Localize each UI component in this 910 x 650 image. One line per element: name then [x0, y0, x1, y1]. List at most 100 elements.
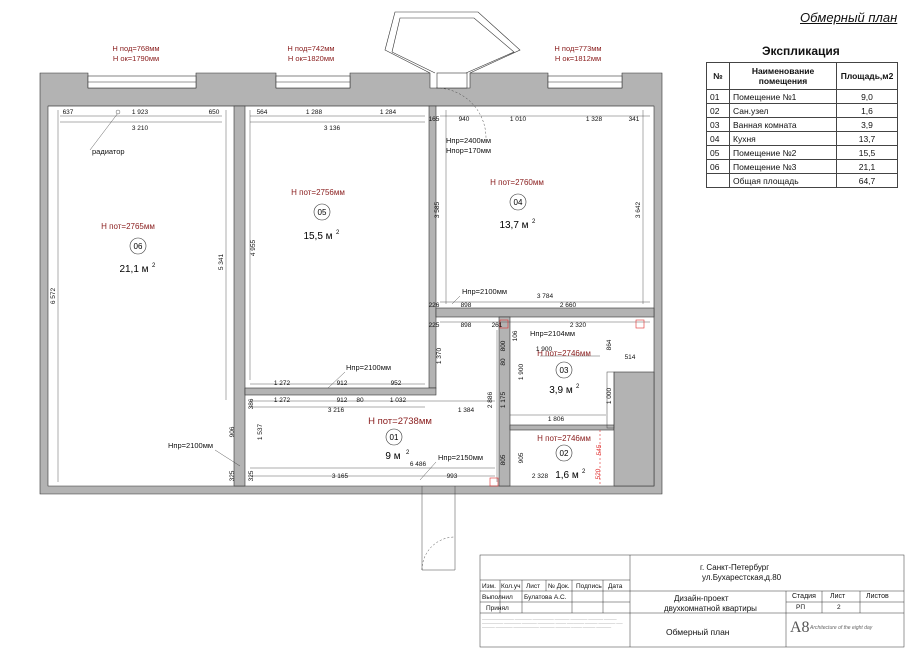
dim-text: 1 328 [586, 116, 603, 123]
dim-text: 864 [606, 339, 613, 350]
dim-text: 912 [337, 380, 348, 387]
svg-text:2: 2 [582, 469, 586, 475]
logo: A8 [790, 619, 810, 636]
dim-text: 226 [429, 302, 440, 309]
note-hpr-left: Hпр=2100мм [168, 441, 213, 450]
svg-text:H пот=2760мм: H пот=2760мм [490, 178, 544, 187]
height-note-05-ok: H ок=1820мм [288, 54, 334, 63]
height-note-04: H под=773мм [554, 44, 601, 53]
sheet-title: Обмерный план [666, 627, 730, 637]
executed-label: Выполнил [482, 594, 513, 601]
svg-text:15,5 м: 15,5 м [303, 231, 332, 242]
svg-text:2: 2 [576, 384, 580, 390]
dim-text: 80 [356, 397, 364, 404]
svg-text:04: 04 [514, 198, 523, 207]
svg-text:13,7 м: 13,7 м [499, 220, 528, 231]
stage-header: Стадия [792, 593, 816, 600]
svg-text:H пот=2756мм: H пот=2756мм [291, 188, 345, 197]
dim-text: 261 [492, 322, 503, 329]
wall-shaft [613, 371, 655, 487]
dim-text: 1 537 [257, 423, 264, 440]
svg-text:05: 05 [318, 208, 327, 217]
svg-text:2: 2 [532, 219, 536, 225]
dim-text: 2 886 [487, 391, 494, 408]
dim-text: 106 [512, 330, 519, 341]
header-num: № [706, 62, 730, 90]
wall-corr-top [244, 387, 437, 396]
dim-text: 2 660 [560, 302, 577, 309]
dim-text: 1 923 [132, 109, 149, 116]
room-05: H пот=2756мм 05 15,5 м 2 [291, 188, 345, 242]
dim-text: 1 806 [548, 416, 565, 423]
accepted-label: Принял [486, 605, 509, 612]
explication-title: Экспликация [762, 44, 840, 58]
dim-text: 952 [391, 380, 402, 387]
svg-text:H пот=2738мм: H пот=2738мм [368, 416, 432, 427]
col-list: Лист [526, 583, 541, 590]
dim-text: 341 [629, 116, 640, 123]
bay-window [384, 11, 521, 74]
col-doc: № Док. [548, 583, 570, 590]
dim-text: 3 216 [328, 407, 345, 414]
dim-text: 3 165 [332, 473, 349, 480]
dim-text: 2 328 [532, 473, 549, 480]
room-03: H пот=2746мм 03 3,9 м 2 [537, 349, 591, 396]
col-izm: Изм. [482, 583, 496, 590]
room-06: H пот=2765мм 06 21,1 м 2 [101, 222, 156, 275]
dim-text: 800 [500, 340, 507, 351]
note-hpr-05: Hпр=2100мм [346, 363, 391, 372]
wall-wet-left [498, 316, 511, 487]
dim-text: 912 [337, 397, 348, 404]
note-hpr-03: Hпр=2104мм [530, 329, 575, 338]
windows [87, 11, 623, 89]
note-hpr-kitchen: Hпр=2400мм [446, 136, 491, 145]
dim-text: 3 642 [635, 201, 642, 218]
dim-text: 165 [429, 116, 440, 123]
wall-04-bottom [435, 307, 655, 318]
dim-text: 898 [461, 302, 472, 309]
dim-text: 325 [229, 470, 236, 481]
dim-text: 6 486 [410, 461, 427, 468]
address-street: ул.Бухарестская,д.80 [702, 573, 782, 582]
dim-text: 1 288 [306, 109, 323, 116]
height-note-04-ok: H ок=1812мм [555, 54, 601, 63]
walls [39, 72, 663, 495]
svg-text:21,1 м: 21,1 м [119, 264, 148, 275]
note-hpor-kitchen: Hпор=170мм [446, 146, 491, 155]
logo-text: Architecture of the eight day [810, 625, 873, 631]
svg-text:H пот=2746мм: H пот=2746мм [537, 434, 591, 443]
svg-text:2: 2 [336, 230, 340, 236]
entry-door [421, 486, 456, 571]
height-note-06: H под=768мм [112, 44, 159, 53]
address-city: г. Санкт-Петербург [700, 563, 770, 572]
header-name: Наименование помещения [729, 62, 837, 90]
author-name: Булатова А.С. [524, 594, 567, 601]
sheets-header: Листов [866, 593, 889, 600]
stage-value: РП [796, 604, 806, 611]
svg-text:03: 03 [560, 366, 569, 375]
kitchen-door-swing [435, 87, 487, 139]
col-sign: Подпись [576, 583, 602, 590]
svg-text:01: 01 [390, 433, 399, 442]
svg-text:H пот=2746мм: H пот=2746мм [537, 349, 591, 358]
svg-text:06: 06 [134, 242, 143, 251]
wall-wet-mid [509, 424, 615, 431]
dim-text: 1 000 [606, 387, 613, 404]
dim-text: 1 032 [390, 397, 407, 404]
dim-text: 5 341 [218, 253, 225, 270]
dim-text: 805 [500, 454, 507, 465]
outer-walls [39, 72, 663, 495]
dim-text: 6 572 [50, 287, 57, 304]
col-date: Дата [608, 583, 623, 590]
dim-text: 520 [595, 468, 602, 479]
svg-text:H пот=2765мм: H пот=2765мм [101, 222, 155, 231]
dim-text: 940 [459, 116, 470, 123]
room-02: H пот=2746мм 02 1,6 м 2 [537, 434, 591, 481]
wall-05-04 [428, 105, 437, 389]
dim-text: 1 272 [274, 397, 291, 404]
